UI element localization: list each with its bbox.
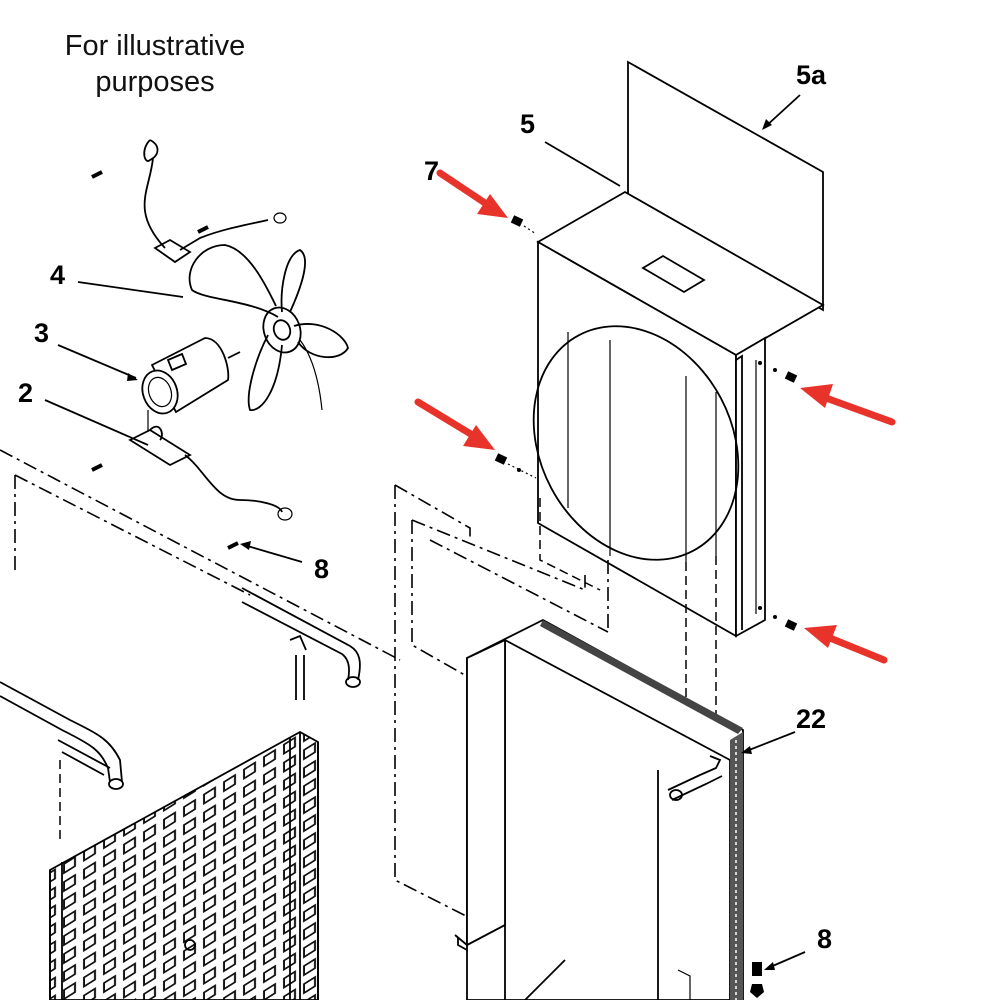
screw-icon — [227, 541, 239, 550]
caption-line-1: For illustrative — [64, 30, 246, 62]
callout-labels: 5a 5 7 4 3 2 8 22 8 — [18, 60, 832, 954]
condenser-22 — [454, 618, 744, 1000]
callout-22: 22 — [796, 704, 826, 734]
shroud-top-plate-5a — [627, 60, 824, 312]
callout-5: 5 — [520, 109, 535, 139]
screw-icon — [91, 170, 103, 179]
leader-8-upper — [243, 544, 303, 563]
leader-5 — [544, 141, 621, 187]
leader-22 — [743, 731, 796, 753]
refrigerant-tubing — [0, 587, 361, 790]
red-pointer-arrow-icon — [804, 625, 888, 664]
leader-3 — [57, 344, 137, 379]
shroud-fan-opening — [532, 325, 740, 561]
alignment-lines-left — [0, 449, 401, 840]
leader-4 — [77, 281, 184, 298]
caption-line-2: purposes — [95, 66, 215, 98]
callout-7: 7 — [424, 156, 439, 186]
screw-icon — [750, 962, 764, 998]
loose-screws-left — [91, 170, 239, 550]
screw-icon — [91, 463, 103, 472]
illustrative-caption: For illustrative purposes — [30, 28, 280, 100]
highlight-arrows — [414, 169, 896, 664]
leader-lines — [44, 94, 806, 970]
left-condenser-coil — [49, 730, 319, 1000]
fan-shroud-5 — [532, 190, 825, 638]
screw-icon — [758, 606, 798, 631]
screw-icon — [197, 225, 209, 234]
callout-2: 2 — [18, 378, 33, 408]
shroud-screws — [494, 215, 798, 998]
screw-icon — [758, 361, 798, 383]
leader-8-lower — [767, 951, 806, 969]
leader-5a — [764, 94, 801, 128]
red-pointer-arrow-icon — [414, 398, 495, 450]
red-pointer-arrow-icon — [800, 384, 896, 426]
callout-3: 3 — [34, 318, 49, 348]
leader-2 — [44, 399, 149, 446]
callout-5a: 5a — [796, 60, 827, 90]
fan-blade-4 — [188, 244, 349, 411]
callout-8-lower: 8 — [817, 924, 832, 954]
shroud-top-slot — [641, 254, 706, 294]
callout-4: 4 — [50, 260, 65, 290]
fan-motor-3 — [141, 337, 241, 415]
callout-8-upper: 8 — [314, 554, 329, 584]
screw-icon — [494, 453, 537, 479]
screw-icon — [510, 215, 537, 235]
motor-bracket-wires — [128, 139, 293, 521]
red-pointer-arrow-icon — [436, 169, 508, 218]
